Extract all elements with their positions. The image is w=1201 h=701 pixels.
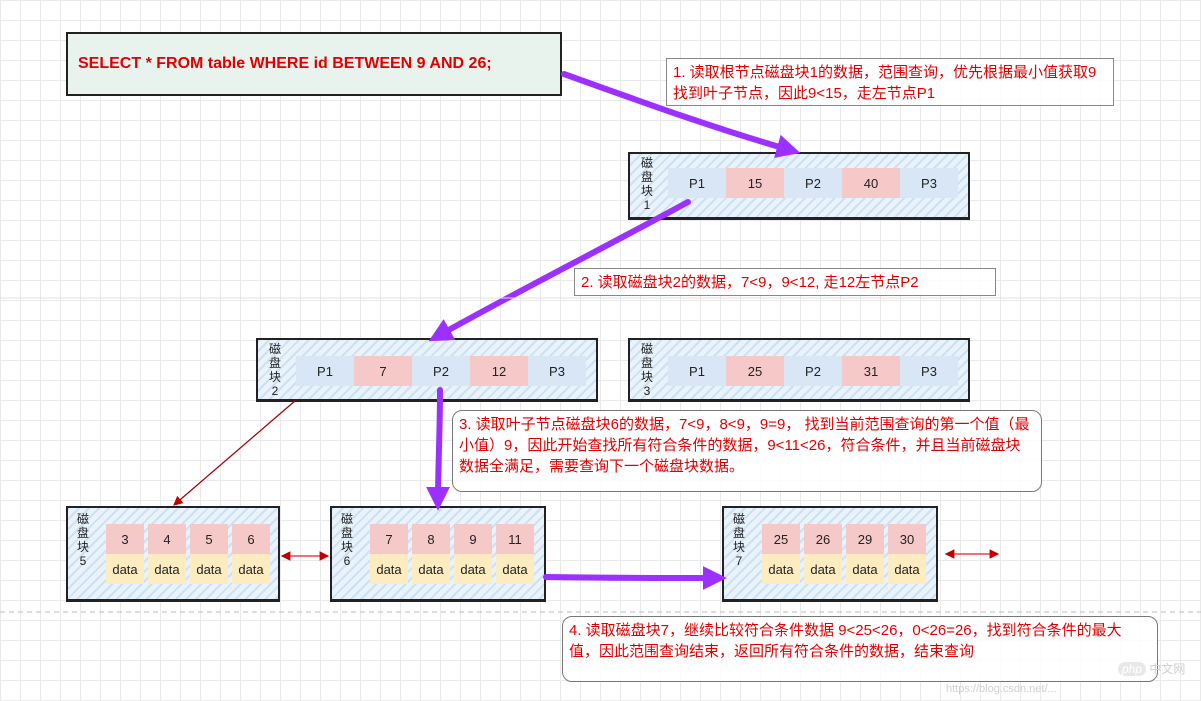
block-label-char: 盘 xyxy=(76,526,89,540)
pointer-cell: P1 xyxy=(668,356,726,386)
block-label-char: 块 xyxy=(640,370,653,384)
leaf-data-cell: data xyxy=(412,554,450,584)
block-label-char: 盘 xyxy=(340,526,353,540)
block-label-char: 磁 xyxy=(640,156,653,170)
leaf-key-cell: 9 xyxy=(454,524,492,554)
block-label-char: 盘 xyxy=(640,356,653,370)
leaf-key-cell: 5 xyxy=(190,524,228,554)
leaf-data-cell: data xyxy=(370,554,408,584)
block-label-char: 块 xyxy=(76,540,89,554)
key-cell: 15 xyxy=(726,168,784,198)
pointer-cell: P2 xyxy=(412,356,470,386)
block-label-char: 盘 xyxy=(640,170,653,184)
disk-block-2: 磁 盘 块 2 P1 7 P2 12 P3 xyxy=(256,338,598,402)
watermark-logo: php 中文网 xyxy=(1118,660,1185,677)
leaf-data-cell: data xyxy=(454,554,492,584)
arrow-block2-to-block6 xyxy=(426,387,451,511)
arrow-block1-to-block2 xyxy=(428,199,691,342)
block-label-char: 块 xyxy=(640,184,653,198)
leaf-data-cell: data xyxy=(190,554,228,584)
block-label-char: 盘 xyxy=(268,356,281,370)
key-cell: 25 xyxy=(726,356,784,386)
step-4-note: 4. 读取磁盘块7，继续比较符合条件数据 9<25<26，0<26=26，找到符… xyxy=(562,616,1158,682)
leaf-data-cell: data xyxy=(148,554,186,584)
block-label-char: 磁 xyxy=(732,512,745,526)
leaf-key-cell: 3 xyxy=(106,524,144,554)
block-label-char: 磁 xyxy=(268,342,281,356)
watermark-url: https://blog.csdn.net/... xyxy=(946,683,1057,695)
pointer-cell: P3 xyxy=(528,356,586,386)
block-number: 1 xyxy=(643,198,651,212)
disk-block-5: 磁 盘 块 5 3 4 5 6 data data data data xyxy=(66,506,280,602)
block-label-char: 磁 xyxy=(340,512,353,526)
block-label-char: 磁 xyxy=(76,512,89,526)
block-number: 7 xyxy=(735,554,743,568)
step-1-note: 1. 读取根节点磁盘块1的数据，范围查询，优先根据最小值获取9找到叶子节点，因此… xyxy=(666,58,1114,106)
leaf-key-cell: 30 xyxy=(888,524,926,554)
pointer-cell: P1 xyxy=(296,356,354,386)
block-label-char: 盘 xyxy=(732,526,745,540)
leaf-data-cell: data xyxy=(888,554,926,584)
leaf-key-cell: 29 xyxy=(846,524,884,554)
disk-block-6: 磁 盘 块 6 7 8 9 11 data data data data xyxy=(330,506,546,602)
key-cell: 7 xyxy=(354,356,412,386)
pointer-cell: P1 xyxy=(668,168,726,198)
leaf-data-cell: data xyxy=(846,554,884,584)
leaf-key-cell: 11 xyxy=(496,524,534,554)
disk-block-3: 磁 盘 块 3 P1 25 P2 31 P3 xyxy=(628,338,970,402)
leaf-data-cell: data xyxy=(496,554,534,584)
pointer-block2-to-block5 xyxy=(173,399,297,506)
block-number: 5 xyxy=(79,554,87,568)
leaf-data-cell: data xyxy=(804,554,842,584)
leaf-key-cell: 4 xyxy=(148,524,186,554)
block-number: 2 xyxy=(271,384,279,398)
leaf-data-cell: data xyxy=(762,554,800,584)
pointer-cell: P3 xyxy=(900,168,958,198)
block-label-char: 磁 xyxy=(640,342,653,356)
leaf-data-cell: data xyxy=(232,554,270,584)
step-2-note: 2. 读取磁盘块2的数据，7<9，9<12, 走12左节点P2 xyxy=(574,268,996,296)
block-label-char: 块 xyxy=(732,540,745,554)
pointer-cell: P2 xyxy=(784,356,842,386)
block-number: 6 xyxy=(343,554,351,568)
leaf-key-cell: 7 xyxy=(370,524,408,554)
leaf-key-cell: 25 xyxy=(762,524,800,554)
disk-block-1: 磁 盘 块 1 P1 15 P2 40 P3 xyxy=(628,152,970,220)
pointer-cell: P3 xyxy=(900,356,958,386)
leaf-key-cell: 8 xyxy=(412,524,450,554)
key-cell: 40 xyxy=(842,168,900,198)
pointer-cell: P2 xyxy=(784,168,842,198)
disk-block-7: 磁 盘 块 7 25 26 29 30 data data data data xyxy=(722,506,938,602)
block-label-char: 块 xyxy=(340,540,353,554)
arrow-block6-to-block7 xyxy=(543,565,727,590)
key-cell: 31 xyxy=(842,356,900,386)
step-3-note: 3. 读取叶子节点磁盘块6的数据，7<9，8<9，9=9， 找到当前范围查询的第… xyxy=(452,410,1042,492)
block-number: 3 xyxy=(643,384,651,398)
key-cell: 12 xyxy=(470,356,528,386)
arrow-sql-to-block1 xyxy=(561,71,801,158)
sql-statement: SELECT * FROM table WHERE id BETWEEN 9 A… xyxy=(66,32,562,96)
leaf-data-cell: data xyxy=(106,554,144,584)
leaf-key-cell: 6 xyxy=(232,524,270,554)
block-label-char: 块 xyxy=(268,370,281,384)
leaf-key-cell: 26 xyxy=(804,524,842,554)
